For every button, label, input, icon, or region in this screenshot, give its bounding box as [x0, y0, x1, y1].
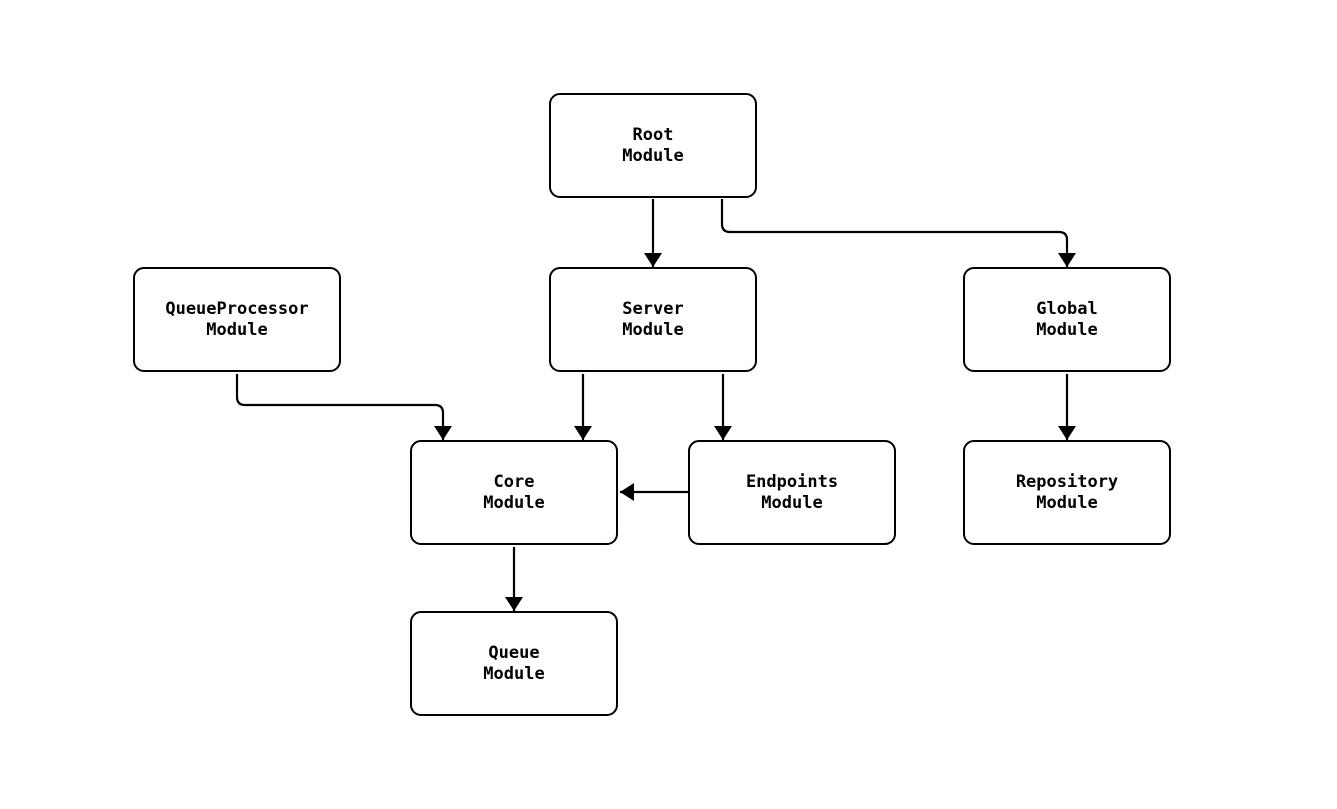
node-label-line: Queue — [488, 642, 540, 663]
node-repository-module: Repository Module — [963, 440, 1171, 545]
node-label-line: Server — [622, 298, 684, 319]
node-label-line: Module — [1036, 492, 1098, 513]
node-label-line: Module — [483, 663, 545, 684]
node-label-line: Module — [622, 319, 684, 340]
node-core-module: Core Module — [410, 440, 618, 545]
node-label-line: Endpoints — [745, 471, 839, 492]
node-label-line: Global — [1036, 298, 1098, 319]
node-label-line: Module — [622, 145, 684, 166]
node-endpoints-module: Endpoints Module — [688, 440, 896, 545]
edge-root-to-global-arrow — [720, 199, 1076, 267]
node-server-module: Server Module — [549, 267, 757, 372]
node-label-line: Module — [206, 319, 268, 340]
node-label-line: QueueProcessor — [165, 298, 309, 319]
node-root-module: Root Module — [549, 93, 757, 198]
node-label-line: Module — [483, 492, 545, 513]
node-queue-module: Queue Module — [410, 611, 618, 716]
node-label-line: Module — [761, 492, 823, 513]
node-label-line: Repository — [1015, 471, 1119, 492]
node-label-line: Module — [1036, 319, 1098, 340]
node-queueprocessor-module: QueueProcessor Module — [133, 267, 341, 372]
node-label-line: Root — [632, 124, 674, 145]
edge-queueprocessor-to-core-arrow — [235, 374, 452, 440]
node-global-module: Global Module — [963, 267, 1171, 372]
node-label-line: Core — [493, 471, 535, 492]
